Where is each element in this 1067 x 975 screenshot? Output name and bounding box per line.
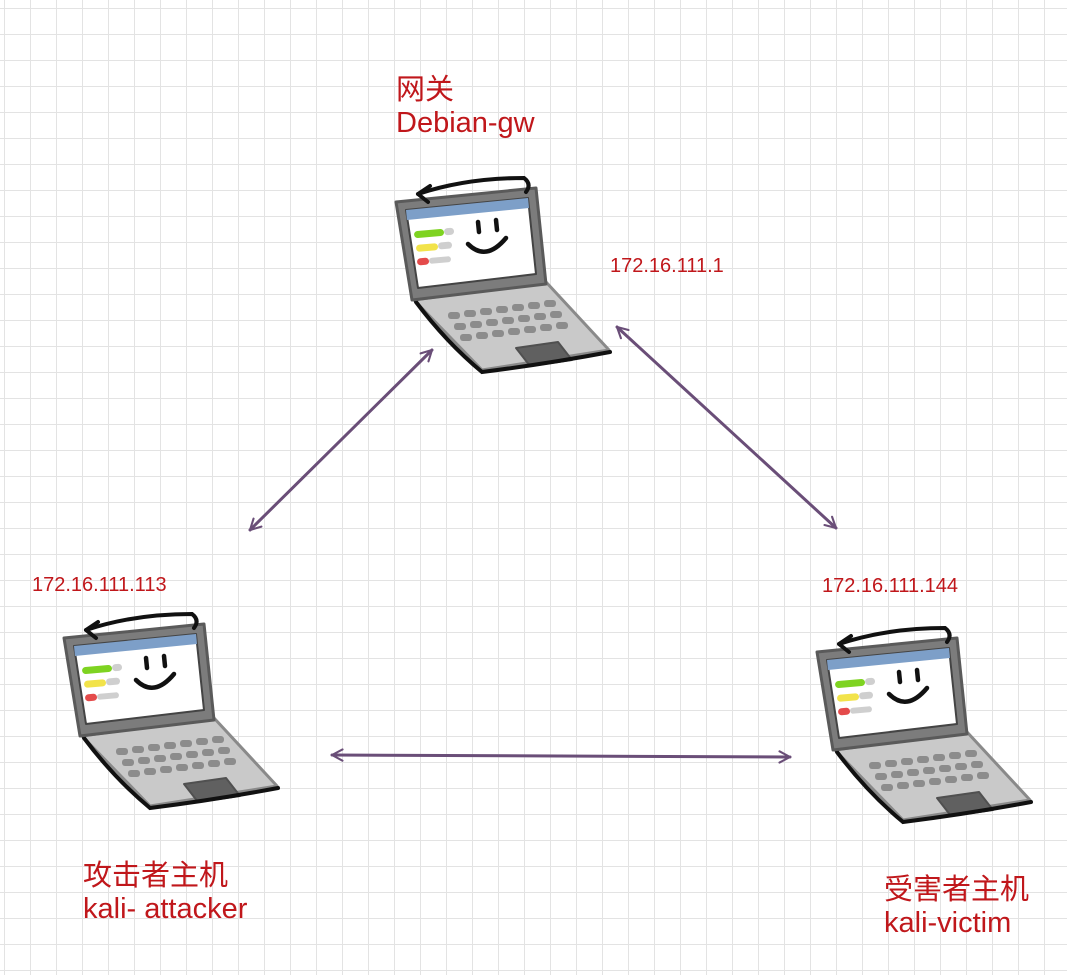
gateway-label: 网关 Debian-gw [396,74,535,141]
gateway-role: 网关 [396,74,455,106]
victim-hostname: kali-victim [884,907,1012,940]
link-attacker-gateway [248,348,434,532]
victim-label: 受害者主机 kali-victim [884,874,1029,941]
attacker-hostname: kali- attacker [83,893,248,926]
laptop-icon-gateway [396,178,610,372]
attacker-ip: 172.16.111.113 [32,574,167,596]
link-gateway-victim [615,325,838,530]
gateway-ip: 172.16.111.1 [610,255,724,277]
gateway-hostname: Debian-gw [396,107,535,140]
attacker-label: 攻击者主机 kali- attacker [83,860,247,927]
attacker-role: 攻击者主机 [83,860,229,892]
link-attacker-victim [330,748,792,764]
laptop-icon-attacker [64,614,278,808]
victim-ip: 172.16.111.144 [822,575,959,597]
victim-role: 受害者主机 [884,874,1030,906]
laptop-icon-victim [817,628,1031,822]
